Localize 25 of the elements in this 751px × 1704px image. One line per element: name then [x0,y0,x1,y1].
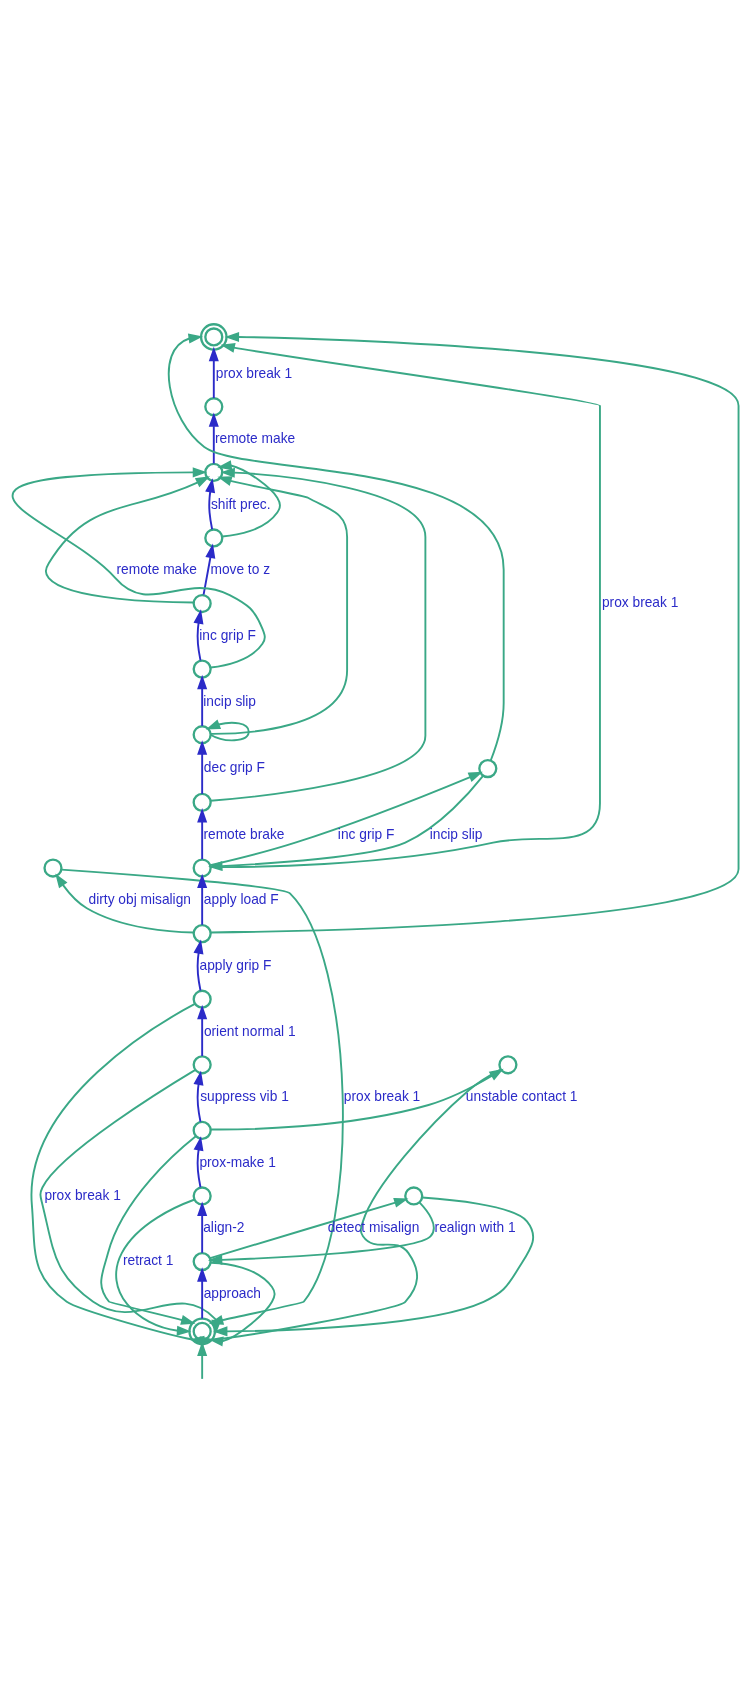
edge-label: prox break 1 [44,1187,121,1203]
edge-label: inc grip F [337,826,395,842]
edge-label: prox break 1 [601,595,679,611]
edge-label: remote make [116,562,197,578]
edge-label: remote brake [203,826,285,842]
edge-label: dirty obj misalign [88,892,191,908]
edge-label: apply load F [203,892,279,908]
edge-label: realign with 1 [434,1220,516,1236]
edge-label: orient normal 1 [203,1023,296,1039]
edge-label: apply grip F [199,958,272,973]
edge-label: unstable contact 1 [465,1089,578,1105]
edge-label: prox-make 1 [199,1154,276,1170]
edge-label: align-2 [203,1220,245,1236]
edge-label: approach [203,1285,261,1301]
edge-label: inc grip F [199,627,256,643]
edge-label: prox break 1 [343,1089,421,1105]
edge-label: incip slip [203,693,257,709]
edge-label: retract 1 [122,1253,174,1269]
edge-label: move to z [210,562,271,578]
edge-label: incip slip [429,826,483,842]
edge-label: suppress vib 1 [200,1089,289,1105]
edge-label: dec grip F [203,760,265,776]
edge-label: prox break 1 [215,365,293,381]
edge-label: shift prec. [210,496,271,512]
edge-label: remote make [214,431,296,447]
